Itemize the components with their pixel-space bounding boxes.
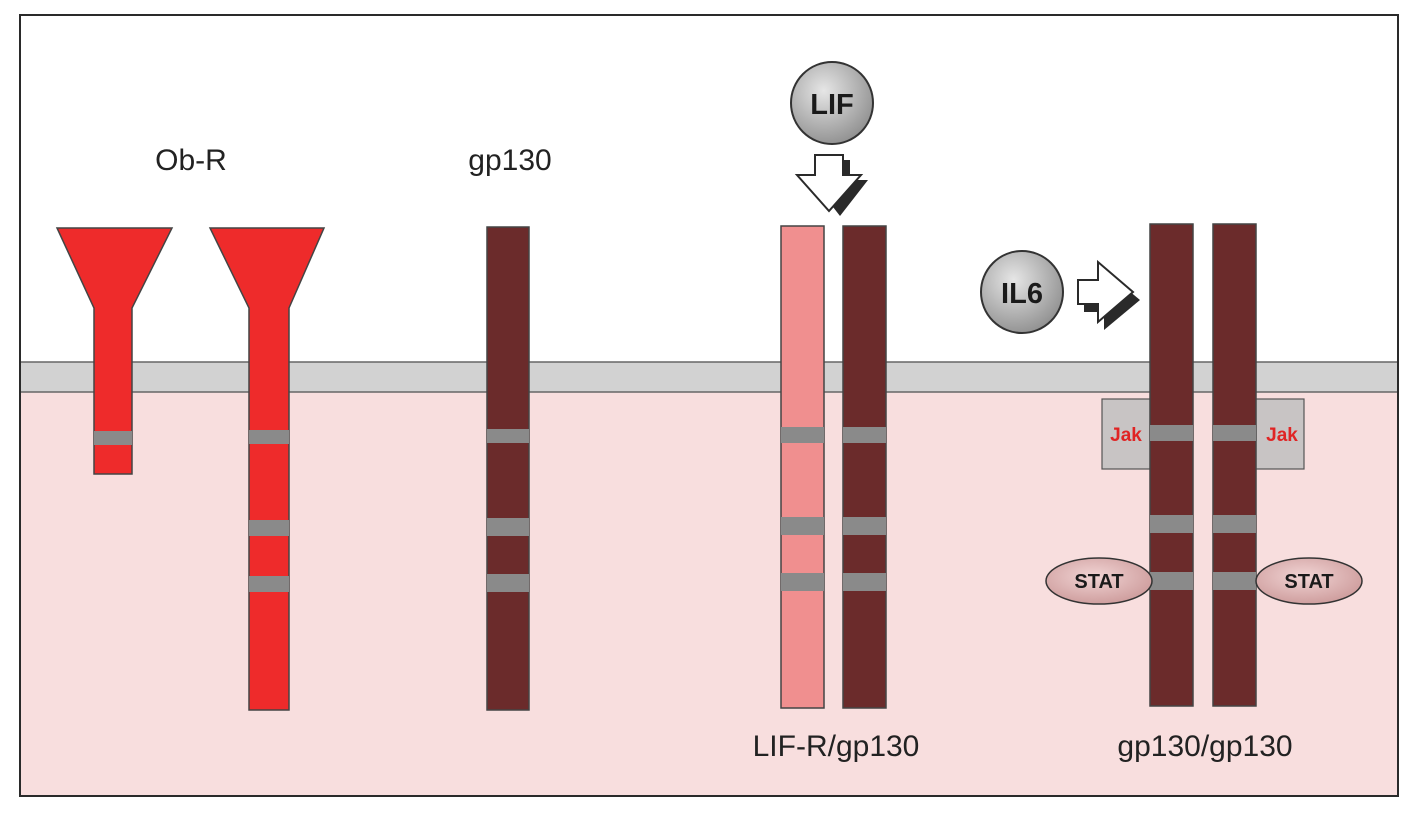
stat-left: STAT [1045, 557, 1153, 605]
lif-r-chain-group [780, 225, 825, 709]
jak-label-left: Jak [1110, 425, 1142, 446]
jak-label-right: Jak [1266, 425, 1298, 446]
stat-label-left: STAT [1074, 571, 1123, 593]
gp130-receptor [486, 226, 530, 711]
box-motif [1150, 425, 1193, 441]
lif-r-gp130-label: LIF-R/gp130 [753, 730, 920, 763]
ob-r-short-receptor [55, 227, 174, 475]
gp130-homodimer-right-chain [1212, 223, 1257, 707]
gp130-homodimer-left-chain [1149, 223, 1194, 707]
gp130-gp130-label: gp130/gp130 [1117, 730, 1292, 763]
box-motif [1213, 425, 1256, 441]
box-motif [843, 573, 886, 591]
ob-r-long-receptor [208, 227, 326, 711]
il6-binding-arrow [1077, 259, 1140, 330]
gp130-chain [486, 226, 530, 711]
stat-ellipse [1255, 557, 1363, 605]
box-motif [843, 517, 886, 535]
box-motif [94, 431, 132, 445]
box-motif [1213, 515, 1256, 533]
lif-r-chain [780, 225, 825, 709]
box-motif [1213, 572, 1256, 590]
box-motif [249, 576, 289, 592]
ob-r-label: Ob-R [155, 144, 227, 177]
il6-ligand: IL6 [980, 250, 1064, 334]
ob-r-long-ligand-domain [208, 227, 326, 711]
lif-circle [790, 61, 874, 145]
lif-label: LIF [810, 89, 854, 121]
box-motif [487, 429, 529, 443]
lif-binding-arrow [794, 154, 868, 216]
stat-right: STAT [1255, 557, 1363, 605]
stat-ellipse [1045, 557, 1153, 605]
box-motif [781, 517, 824, 535]
gp130-chain [1149, 223, 1194, 707]
lif-complex-gp130-group [842, 225, 887, 709]
box-motif [1150, 515, 1193, 533]
box-motif [781, 573, 824, 591]
il6-label: IL6 [1001, 278, 1043, 310]
lif-ligand: LIF [790, 61, 874, 145]
gp130-label: gp130 [468, 144, 551, 177]
box-motif [249, 430, 289, 444]
ob-r-short-ligand-domain [55, 227, 174, 475]
arrow-down-icon [794, 154, 864, 213]
box-motif [487, 574, 529, 592]
gp130-chain [842, 225, 887, 709]
box-motif [781, 427, 824, 443]
stat-label-right: STAT [1284, 571, 1333, 593]
diagram-frame [19, 14, 1399, 797]
il6-circle [980, 250, 1064, 334]
gp130-chain [1212, 223, 1257, 707]
box-motif [249, 520, 289, 536]
box-motif [487, 518, 529, 536]
arrow-right-icon [1077, 259, 1135, 325]
box-motif [843, 427, 886, 443]
box-motif [1150, 572, 1193, 590]
